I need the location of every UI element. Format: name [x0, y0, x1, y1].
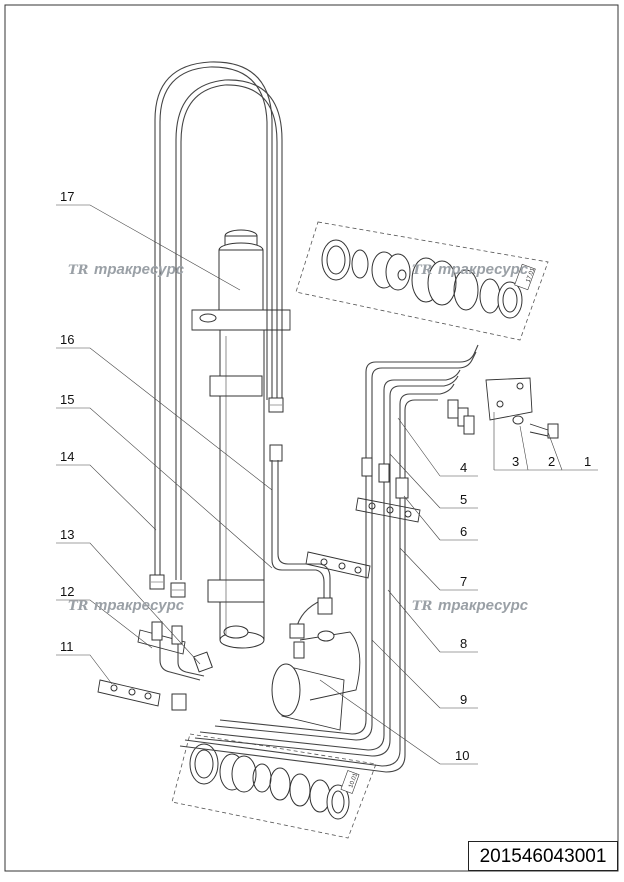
callout-11: 11: [60, 639, 74, 654]
callout-labels: 1 2 3 4 5 6 7 8 9 10 11 12 13 14 15 16 1…: [60, 189, 591, 763]
watermark-mid-left: TR тракресурс: [68, 597, 185, 614]
lower-fittings: [151, 621, 213, 711]
svg-text:тракресурс: тракресурс: [438, 597, 529, 614]
tube-clamps: [97, 377, 533, 707]
svg-text:TR: TR: [412, 263, 433, 278]
callout-16: 16: [60, 332, 74, 347]
svg-text:TR: TR: [68, 599, 89, 614]
leader-lines: [56, 204, 598, 765]
hydraulic-cylinder: [191, 229, 291, 649]
svg-text:тракресурс: тракресурс: [438, 261, 529, 278]
callout-7: 7: [460, 574, 467, 589]
callout-2: 2: [548, 454, 555, 469]
watermark-top-left: TR тракресурс: [68, 261, 185, 278]
svg-text:TR: TR: [412, 599, 433, 614]
watermark-top-right: TR тракресурс: [412, 261, 529, 278]
callout-10: 10: [455, 748, 469, 763]
callout-9: 9: [460, 692, 467, 707]
tube-bundle: [179, 344, 479, 773]
callout-12: 12: [60, 584, 74, 599]
watermark-mid-right: TR тракресурс: [412, 597, 529, 614]
callout-5: 5: [460, 492, 467, 507]
callout-15: 15: [60, 392, 74, 407]
callout-3: 3: [512, 454, 519, 469]
hose-fittings: [149, 397, 284, 598]
callout-13: 13: [60, 527, 74, 542]
callout-14: 14: [60, 449, 74, 464]
tube-fittings: [361, 399, 475, 499]
svg-text:тракресурс: тракресурс: [94, 597, 185, 614]
callout-17: 17: [60, 189, 74, 204]
kit-label-upper: 17.01: [526, 267, 537, 284]
drawing-border: [4, 4, 619, 872]
hose-loop: [154, 61, 283, 580]
cylinder-tube: [271, 460, 333, 639]
accumulator: [271, 630, 361, 731]
document-number: 201546043001: [468, 841, 618, 871]
callout-8: 8: [460, 636, 467, 651]
callout-6: 6: [460, 524, 467, 539]
callout-4: 4: [460, 460, 467, 475]
svg-text:тракресурс: тракресурс: [94, 261, 185, 278]
upper-seal-kit: 17.01: [295, 221, 549, 341]
callout-1: 1: [584, 454, 591, 469]
bolt-and-washer: [512, 415, 559, 439]
kit-label-lower: 10.01: [348, 772, 359, 789]
svg-text:TR: TR: [68, 263, 89, 278]
lower-seal-kit: 10.01: [171, 733, 377, 839]
